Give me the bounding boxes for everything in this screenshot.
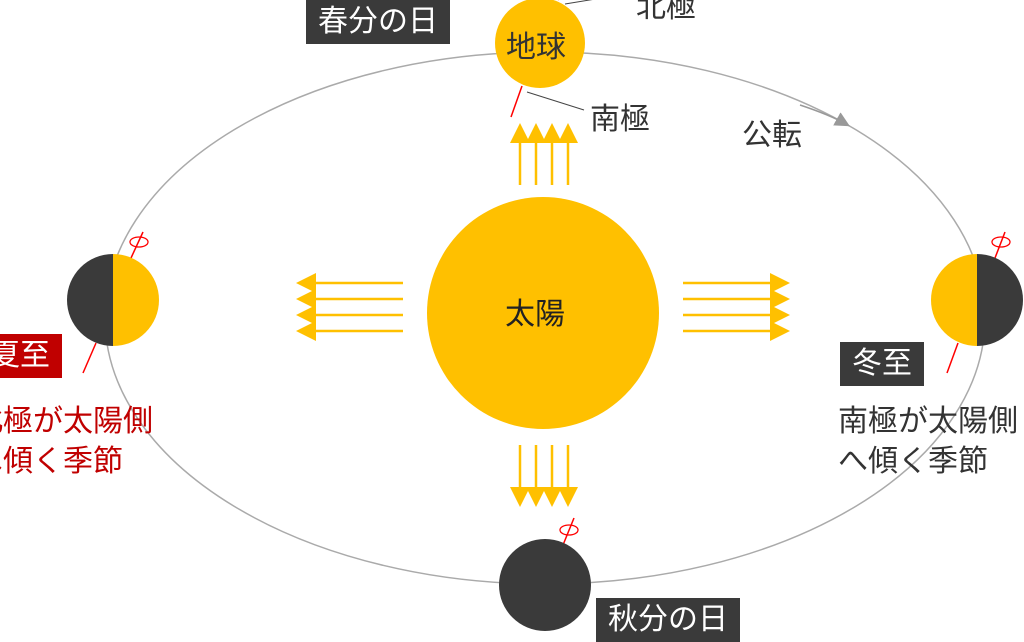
axis-line bbox=[82, 342, 97, 374]
south-pole-label: 南極 bbox=[590, 102, 650, 137]
summer-note-line: へ傾く季節 bbox=[0, 444, 123, 479]
north-pole-pointer bbox=[564, 0, 593, 5]
orbit-direction-arrow bbox=[799, 104, 850, 127]
earth-winter bbox=[931, 254, 977, 346]
spring-equinox-label: 春分の日 bbox=[306, 0, 450, 44]
orbit-label: 公転 bbox=[742, 118, 802, 153]
summer-note: 北極が太陽側 へ傾く季節 bbox=[0, 402, 153, 482]
rotation-icon bbox=[129, 236, 149, 248]
winter-solstice-label: 冬至 bbox=[840, 342, 924, 386]
earth-label: 地球 bbox=[506, 30, 566, 65]
autumn-equinox-label: 秋分の日 bbox=[596, 598, 740, 642]
sunlight-arrows bbox=[296, 123, 790, 507]
rotation-icon bbox=[559, 524, 579, 536]
north-pole-label: 北極 bbox=[636, 0, 696, 25]
axis-line bbox=[946, 342, 959, 374]
summer-solstice-label: 夏至 bbox=[0, 334, 62, 378]
winter-note-line: へ傾く季節 bbox=[838, 444, 988, 479]
rotation-icon bbox=[991, 236, 1011, 248]
south-pole-pointer bbox=[526, 91, 585, 111]
axis-line bbox=[510, 85, 523, 118]
sun-label: 太陽 bbox=[505, 297, 565, 332]
winter-note: 南極が太陽側 へ傾く季節 bbox=[838, 402, 1018, 482]
earth-summer bbox=[113, 254, 159, 346]
earth-spring bbox=[495, 0, 585, 88]
winter-note-line: 南極が太陽側 bbox=[838, 404, 1018, 439]
sun bbox=[427, 197, 659, 429]
earth-autumn bbox=[499, 539, 591, 631]
summer-note-line: 北極が太陽側 bbox=[0, 404, 153, 439]
